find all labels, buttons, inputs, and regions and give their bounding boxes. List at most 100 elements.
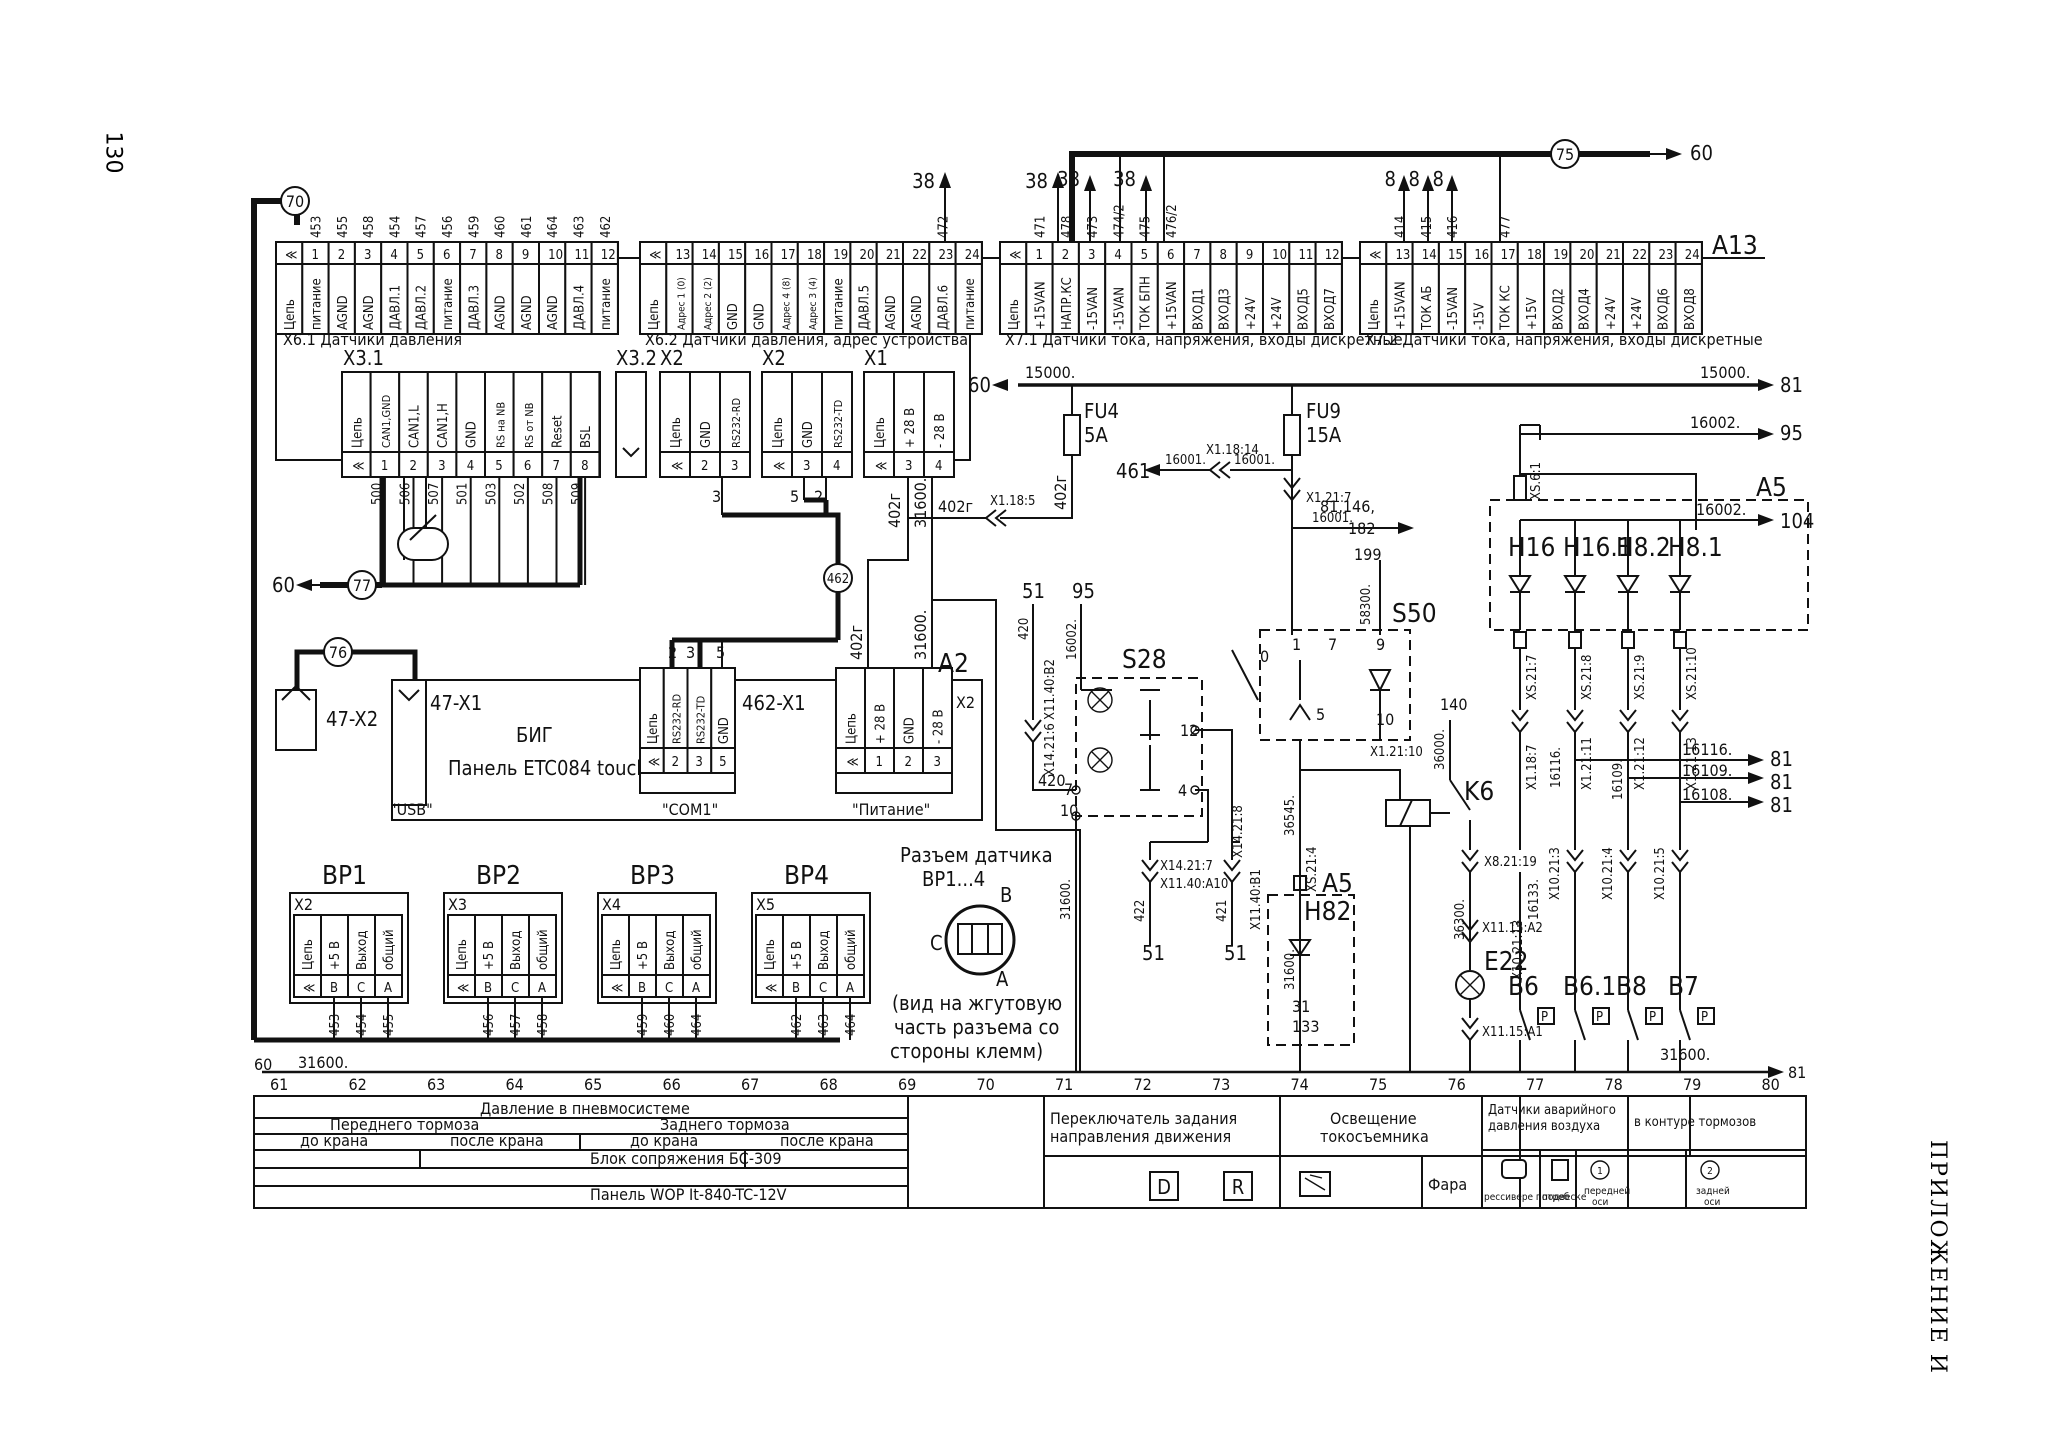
x62-pin-label-6: 18 [807, 248, 822, 263]
lamp-h16 [1508, 520, 1532, 630]
x14217: X14.21:7 [1160, 859, 1213, 874]
pressure-p-0: P [1541, 1010, 1548, 1025]
ref-81-146: 81,146, [1320, 497, 1375, 516]
wire-420-a: 420 [1017, 618, 1032, 640]
x2a-pin-0 [659, 451, 691, 478]
front-axle-icon [1590, 1160, 1610, 1180]
x1421-6: X14.21:6 [1043, 723, 1058, 776]
a5-label: A5 [1756, 473, 1787, 503]
x61-sig-7 [459, 263, 488, 335]
sensor-pin-c: C [930, 931, 943, 955]
ref-38-c: 38 [1057, 167, 1080, 191]
x31-pin-4 [455, 451, 486, 478]
tbl-d-box [1149, 1171, 1179, 1201]
tbl-rear-axle-2n: 2 [1707, 1166, 1713, 1177]
x61-wire-11: 463 [572, 216, 587, 238]
bubble-76-label: 76 [329, 643, 347, 662]
tbl-after-2: после крана [780, 1131, 874, 1150]
com-pin-label-2: 3 [695, 755, 702, 770]
s50-label: S50 [1392, 599, 1437, 629]
pw-pin-2 [893, 747, 924, 774]
scale-75: 75 [1369, 1075, 1387, 1094]
bp-wire-3-2: 463 [817, 1014, 832, 1036]
x61-pin-label-11: 11 [574, 248, 589, 263]
x1-label: X1 [864, 346, 888, 370]
x31-wire-5: 502 [513, 483, 528, 505]
wire-16116-b: 16116. [1682, 740, 1732, 759]
com-signal-0: Цепь [646, 713, 661, 744]
x62-pin-label-4: 16 [754, 248, 769, 263]
x31-sig-7 [541, 371, 572, 453]
x61-sig-6 [432, 263, 462, 335]
x61-signal-7: ДАВЛ.3 [467, 285, 482, 330]
ref-8-c: 8 [1433, 167, 1444, 191]
ref-133: 133 [1292, 1017, 1319, 1036]
bp-wire-0-3: 455 [382, 1014, 397, 1036]
tbl-front-axle-1: 1 [1597, 1166, 1603, 1177]
x62-pin-label-9: 21 [886, 248, 901, 263]
x62-pin-label-7: 19 [833, 248, 848, 263]
tbl-panel: Панель WOP It-840-TC-12V [590, 1185, 787, 1204]
rear-axle-icon [1700, 1160, 1720, 1180]
scale-79: 79 [1683, 1075, 1701, 1094]
x72-signal-10: +24V [1630, 297, 1645, 330]
bp-pin-1-3: A [538, 981, 546, 996]
x62-pin-label-12: 24 [965, 248, 980, 263]
x1-signal-0: Цепь [873, 417, 888, 448]
com1-label: "COM1" [662, 800, 718, 819]
tbl-r: R [1232, 1175, 1245, 1199]
x72-signal-5: ТОК КС [1499, 285, 1514, 331]
pw-pin-label-1: 1 [876, 755, 883, 770]
x71-pin-label-10: 10 [1272, 248, 1287, 263]
scale-74: 74 [1291, 1075, 1309, 1094]
x31-wire-2: 507 [427, 483, 442, 505]
bubble-76 [323, 637, 353, 667]
x71-sig-10 [1262, 263, 1291, 335]
x61-pin-label-2: 2 [338, 248, 345, 263]
scale-71: 71 [1055, 1075, 1073, 1094]
s50-p9: 9 [1376, 635, 1385, 654]
x61-sig-8 [485, 263, 514, 335]
twisted-pair [397, 527, 449, 561]
bubble-70 [280, 186, 310, 216]
tbl-switch-2: направления движения [1050, 1127, 1231, 1146]
x61-wire-12: 462 [599, 216, 614, 238]
bubble-462 [823, 563, 853, 593]
x61-signal-3: AGND [362, 295, 377, 330]
com-signal-2: RS232-TD [694, 695, 707, 744]
x61-link [275, 334, 342, 461]
x62-sig-4 [744, 263, 773, 335]
tbl-front-axle-2: оси [1592, 1197, 1608, 1208]
wire-16109-a: 16109. [1611, 759, 1626, 800]
bp-wire-3-3: 464 [844, 1014, 859, 1036]
ref-8-b: 8 [1409, 167, 1420, 191]
a5-xs-1: XS.21:8 [1580, 655, 1595, 700]
x31-signal-6: RS от NB [523, 402, 536, 448]
wire-16116-a: 16116. [1549, 747, 1564, 788]
connector-x1-power: Цепь≪+ 28 В3- 28 В4 X1 [863, 346, 955, 478]
x61-pin-label-6: 6 [443, 248, 450, 263]
bp-sig-2-1: +5 В [636, 941, 651, 970]
x72-sig-0 [1359, 263, 1388, 335]
wire-16002-a: 16002. [1690, 413, 1740, 432]
x62-sig-12 [954, 263, 983, 335]
bp-sig-3-1: +5 В [790, 941, 805, 970]
x62-sig-2 [691, 263, 720, 335]
x31-pin-label-2: 2 [410, 459, 417, 474]
x71-sig-8 [1209, 263, 1238, 335]
sensor-b7: B7 [1668, 972, 1699, 1002]
a2-label: A2 [938, 649, 969, 679]
x31-pin-label-1: 1 [381, 459, 388, 474]
s50-p10: 10 [1376, 710, 1394, 729]
x2a-pin-label-2: 3 [731, 459, 738, 474]
com-signal-3: GND [717, 717, 732, 744]
bp-pin-3-1: B [792, 981, 800, 996]
x71-wire-3: 473 [1086, 216, 1101, 238]
x61-pin-label-7: 7 [469, 248, 476, 263]
wire-58300: 58300. [1359, 584, 1374, 625]
x62-pin-label-2: 14 [702, 248, 717, 263]
x31-signal-4: GND [465, 421, 480, 448]
